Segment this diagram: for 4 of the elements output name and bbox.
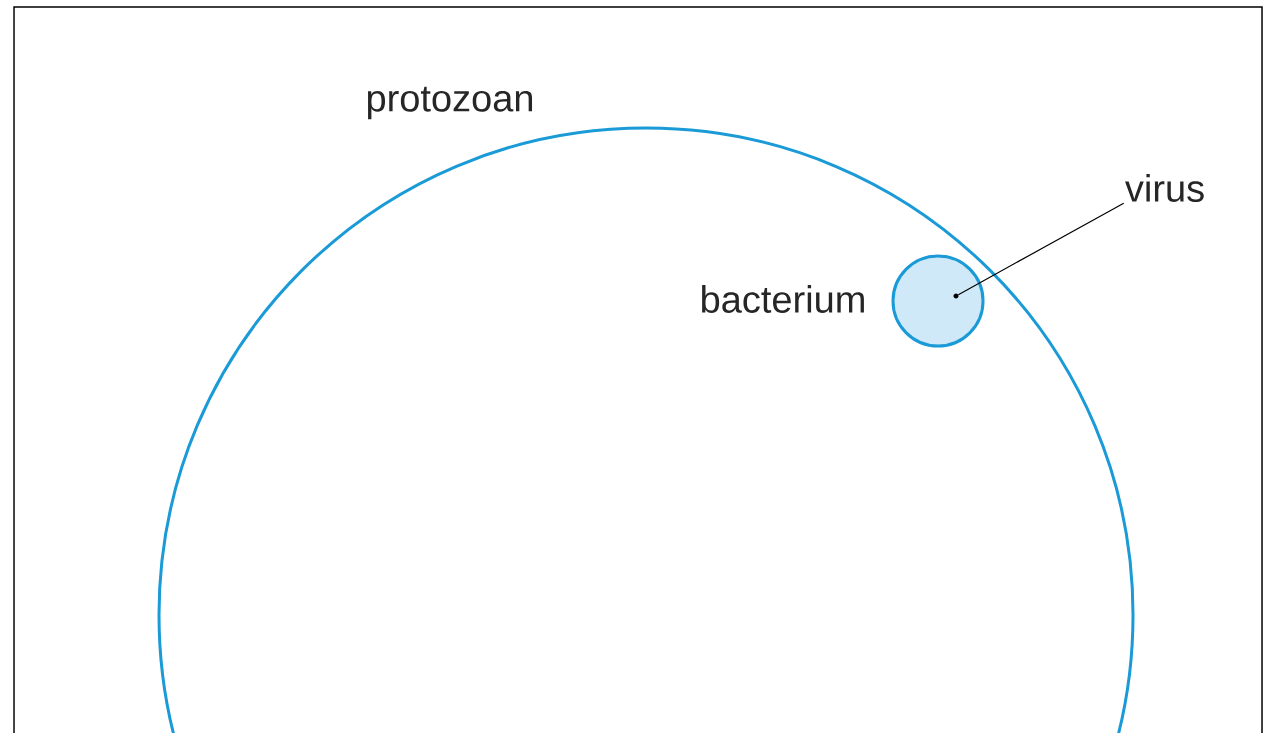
leader-line xyxy=(957,202,1125,296)
callout-label: virus xyxy=(1125,174,1204,202)
cell-label: bacterium xyxy=(702,285,864,313)
cell-label: protozoan xyxy=(367,86,532,120)
